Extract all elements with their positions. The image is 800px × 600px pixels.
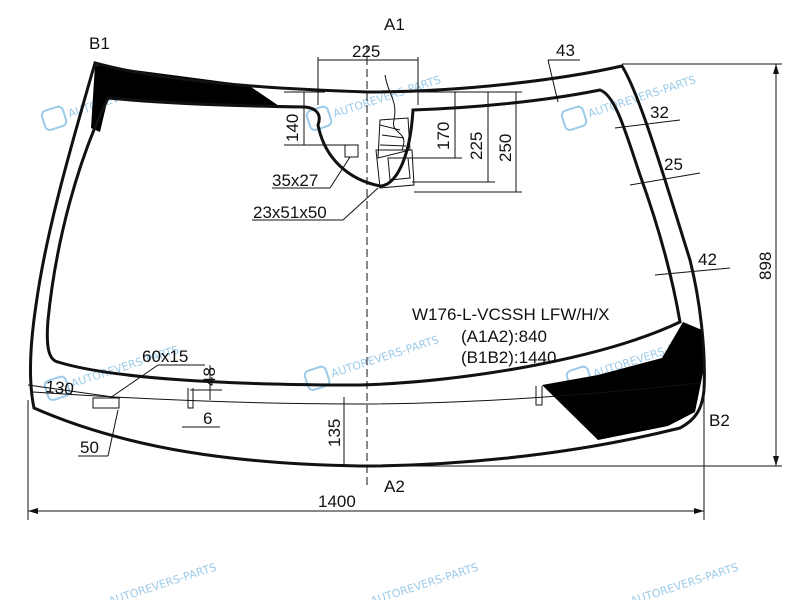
wiper-mark-left <box>187 388 194 409</box>
dim-rect-35x27: 35x27 <box>272 171 318 190</box>
point-label-a2: A2 <box>384 477 405 496</box>
watermark-text: AUTOREVERS-PARTS <box>369 561 480 600</box>
dim-mark-6: 6 <box>203 409 212 428</box>
dim-band-250: 250 <box>496 134 515 162</box>
watermark-text: AUTOREVERS-PARTS <box>629 561 740 600</box>
a1a2-length: (A1A2):840 <box>461 327 547 346</box>
dim-overall-height: 898 <box>756 252 775 280</box>
watermark-text: AUTOREVERS-PARTS <box>329 333 440 380</box>
windshield-outer-edge <box>28 61 706 468</box>
watermark-8: AUTOREVERS-PARTS <box>369 561 480 600</box>
dim-sensor-width: 225 <box>352 42 380 61</box>
black-band-bottom-right <box>542 322 704 440</box>
sensor-bracket <box>375 74 415 189</box>
watermark-2: AUTOREVERS-PARTS <box>305 73 443 131</box>
dim-mark-48: 48 <box>200 367 219 386</box>
dim-rect-23x51x50: 23x51x50 <box>253 203 327 222</box>
dim-bottom-60x15: 60x15 <box>142 347 188 366</box>
model-code: W176-L-VCSSH LFW/H/X <box>412 305 609 324</box>
b1b2-length: (B1B2):1440 <box>461 348 556 367</box>
dim-top-edge: 43 <box>556 41 575 60</box>
dim-side-42: 42 <box>698 250 717 269</box>
dim-side-32: 32 <box>650 103 669 122</box>
watermark-9: AUTOREVERS-PARTS <box>629 561 740 600</box>
rain-sensor-marker <box>344 144 359 158</box>
dim-left-130: 130 <box>45 377 75 399</box>
dim-side-25: 25 <box>664 155 683 174</box>
dim-overall-width: 1400 <box>318 492 356 511</box>
watermark-logo-icon <box>303 365 331 391</box>
dim-left-50: 50 <box>80 438 99 457</box>
watermark-text: AUTOREVERS-PARTS <box>331 73 442 120</box>
watermark-logo-icon <box>43 375 71 401</box>
watermark-text: AUTOREVERS-PARTS <box>107 561 218 600</box>
point-label-b2: B2 <box>709 411 730 430</box>
point-label-b1: B1 <box>89 34 110 53</box>
watermark-logo-icon <box>560 105 588 131</box>
watermark-7: AUTOREVERS-PARTS <box>107 561 218 600</box>
bottom-frit-line <box>32 382 701 405</box>
watermark-logo-icon <box>305 105 333 131</box>
dim-center-135: 135 <box>325 419 344 447</box>
dim-band-140: 140 <box>283 114 302 142</box>
watermark-logo-icon <box>40 105 68 131</box>
dim-band-170: 170 <box>434 122 453 150</box>
point-label-a1: A1 <box>384 15 405 34</box>
windshield-inner-edge <box>45 88 682 387</box>
dim-band-225: 225 <box>467 132 486 160</box>
black-band-top-left <box>91 65 282 132</box>
wiper-mark-right <box>535 386 543 406</box>
bottom-label-rect <box>92 397 120 409</box>
